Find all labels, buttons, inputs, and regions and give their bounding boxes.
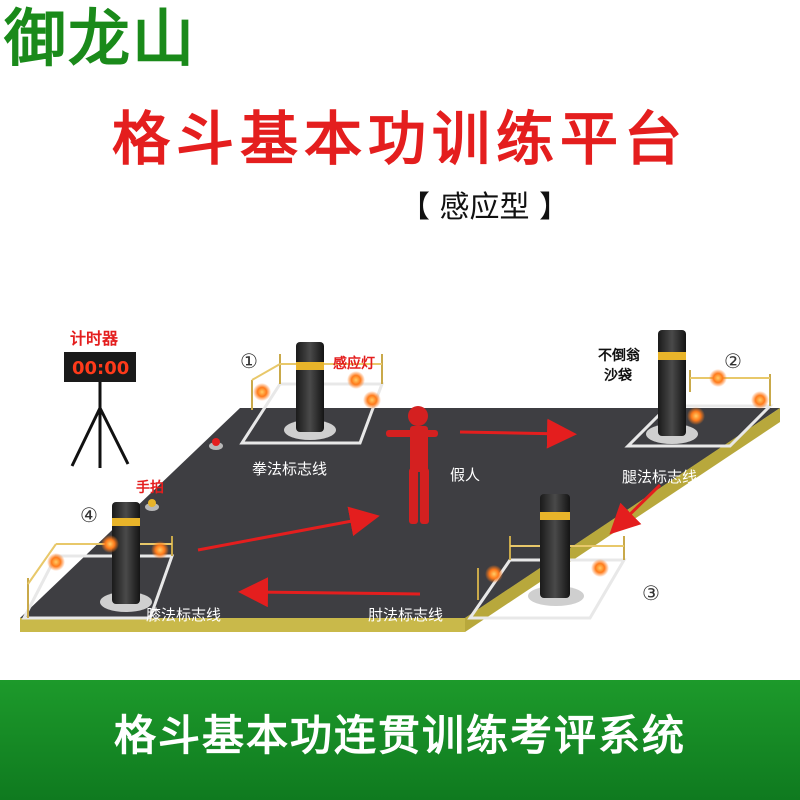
tumbler-bag <box>658 330 686 436</box>
sensor-light-glow <box>101 535 119 553</box>
punch-line-label: 拳法标志线 <box>252 460 327 478</box>
tumbler-bag <box>112 502 140 604</box>
arrow-up-left <box>197 506 380 552</box>
tumbler-bag-label: 沙袋 <box>604 367 633 384</box>
arrow-right-top <box>459 418 577 449</box>
flow-arrows <box>197 418 662 608</box>
station-number: ② <box>724 349 742 373</box>
sensor-light-glow <box>253 383 271 401</box>
sensor-light-glow <box>709 369 727 387</box>
timer-label: 计时器 <box>70 329 119 348</box>
timer-readout: 00:00 <box>72 358 129 379</box>
station-2: ② 腿法标志线 <box>622 330 774 486</box>
dummy-label: 假人 <box>450 466 480 484</box>
station-number: ④ <box>80 503 98 527</box>
sensor-light-label: 感应灯 <box>333 355 375 372</box>
page-title: 格斗基本功训练平台 <box>111 105 688 173</box>
station-number: ③ <box>642 581 660 605</box>
hand-clap-label: 手拍 <box>136 479 164 496</box>
elbow-line-label: 肘法标志线 <box>368 606 443 624</box>
tumbler-bag <box>540 494 570 598</box>
kick-line-label: 腿法标志线 <box>622 468 697 486</box>
station-4: ④ 膝法标志线 <box>21 502 221 624</box>
sensor-light-glow <box>485 565 503 583</box>
banner-title: 格斗基本功连贯训练考评系统 <box>113 711 686 760</box>
station-number: ① <box>240 349 258 373</box>
hand-clap-buttons <box>145 438 223 511</box>
brand-logo-text: 御龙山 <box>4 2 197 75</box>
sensor-light-glow <box>151 541 169 559</box>
sensor-light-glow <box>591 559 609 577</box>
tumbler-bag <box>296 342 324 432</box>
timer-display: 计时器 00:00 <box>64 329 136 468</box>
training-platform-illustration: ① 拳法标志线 感应灯 ② 腿法标志线 不倒翁 沙袋 ③ 肘法标志线 <box>20 329 780 632</box>
sensor-light-glow <box>363 391 381 409</box>
sensor-light-glow <box>47 553 65 571</box>
arrow-down-right <box>609 483 662 535</box>
tumbler-bag-label: 不倒翁 <box>598 347 641 364</box>
bottom-banner <box>0 680 800 800</box>
training-dummy <box>386 406 438 524</box>
station-3: ③ 肘法标志线 <box>368 494 660 624</box>
station-1: ① 拳法标志线 <box>239 342 385 478</box>
knee-line-label: 膝法标志线 <box>146 606 221 624</box>
arrow-left-bottom <box>238 577 421 608</box>
sensor-light-glow <box>751 391 769 409</box>
sensor-light-glow <box>687 407 705 425</box>
sensor-light-glow <box>347 371 365 389</box>
page-subtitle: 【 感应型 】 <box>400 190 570 225</box>
